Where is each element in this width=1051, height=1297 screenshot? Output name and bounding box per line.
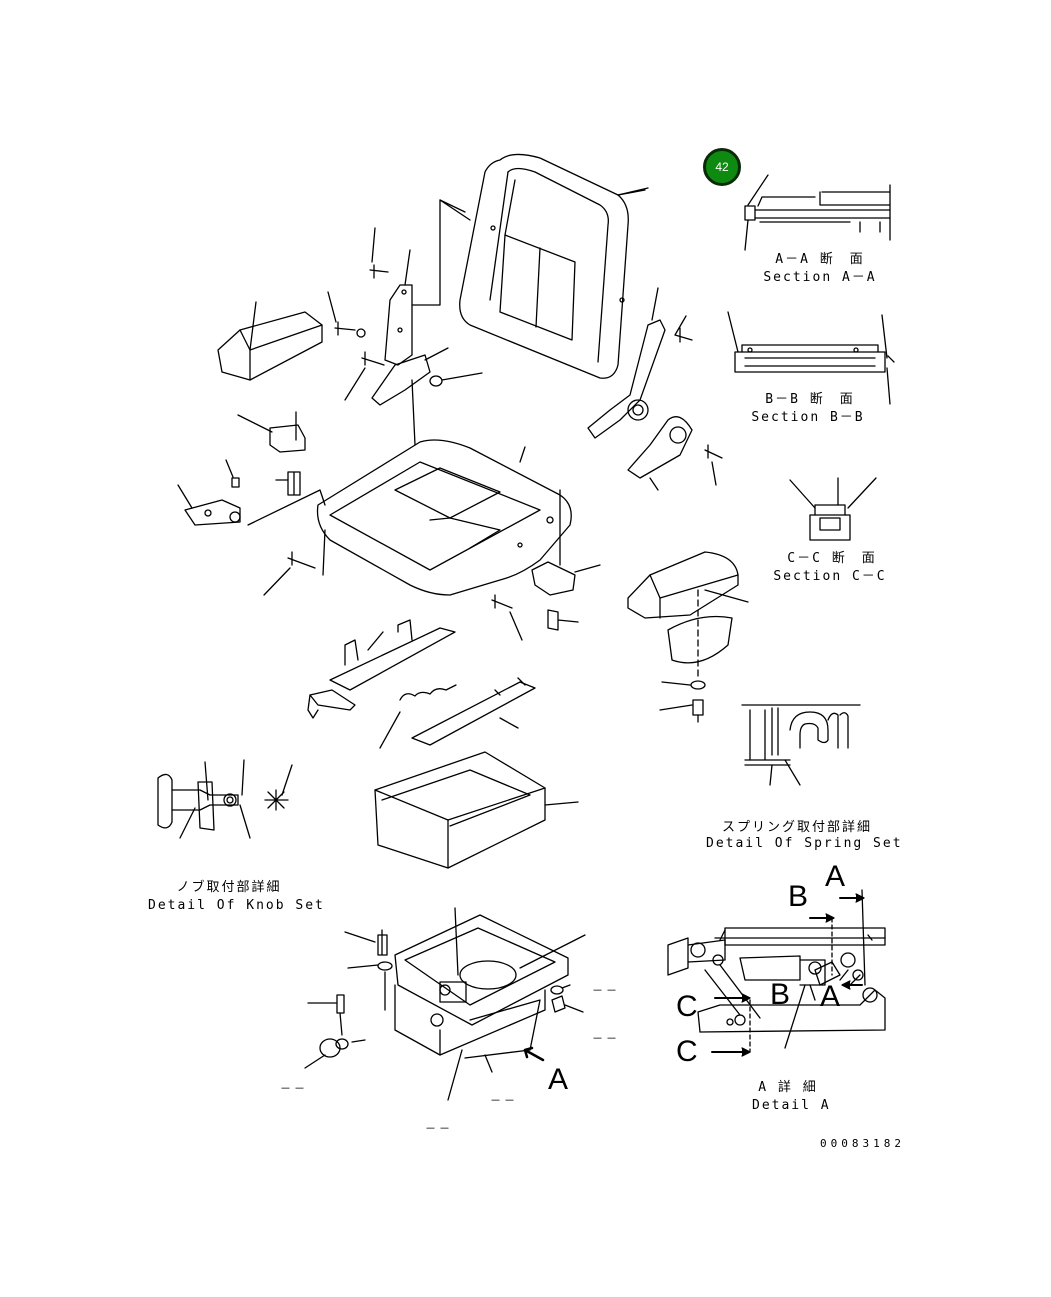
knob-detail-en: Detail Of Knob Set xyxy=(148,898,325,913)
spring-detail-jp: スプリング取付部詳細 xyxy=(722,820,873,835)
dash-mark: －－ xyxy=(280,1082,308,1095)
section-cc-jp: C－C 断 面 xyxy=(787,551,877,566)
leader-backrest xyxy=(617,189,646,196)
armrest-right xyxy=(627,551,749,723)
section-cc xyxy=(789,477,877,541)
detail-a-en: Detail A xyxy=(752,1098,831,1113)
section-letter-a-mid: A xyxy=(820,980,841,1013)
section-letter-c-lower: C xyxy=(676,1035,698,1068)
leader-hinge xyxy=(439,199,466,213)
callout-badge-42[interactable]: 42 xyxy=(703,148,741,186)
section-aa-jp: A－A 断 面 xyxy=(775,252,865,267)
knob-detail-jp: ノブ取付部詳細 xyxy=(176,880,282,895)
backrest xyxy=(459,153,649,379)
backrest-brackets xyxy=(177,199,693,596)
dash-mark: －－ xyxy=(592,984,620,997)
section-bb-jp: B－B 断 面 xyxy=(765,392,855,407)
slide-rails xyxy=(307,619,536,749)
section-letter-c-upper: C xyxy=(676,990,698,1023)
seat-pan xyxy=(374,751,579,869)
section-bb-en: Section B－B xyxy=(751,410,865,425)
spring-detail-en: Detail Of Spring Set xyxy=(706,836,903,851)
dash-mark: －－ xyxy=(592,1032,620,1045)
section-aa-en: Section A－A xyxy=(763,270,877,285)
section-aa xyxy=(744,174,891,251)
section-bb xyxy=(727,311,895,405)
drawing-number: 00083182 xyxy=(820,1137,905,1150)
section-cc-en: Section C－C xyxy=(773,569,887,584)
seat-cushion xyxy=(316,439,572,596)
fasteners xyxy=(225,227,723,641)
section-letter-b-mid: B xyxy=(770,978,791,1011)
spring-detail xyxy=(741,704,861,786)
detail-a-jp: A 詳 細 xyxy=(758,1080,818,1095)
section-letter-b-top: B xyxy=(788,880,809,913)
suspension-base xyxy=(304,907,586,1101)
view-arrow-letter-a: A xyxy=(548,1063,569,1096)
detail-a-view xyxy=(667,889,886,1057)
dash-mark: －－ xyxy=(425,1122,453,1135)
dash-mark: －－ xyxy=(490,1094,518,1107)
armrest-left xyxy=(217,301,323,381)
section-letter-a-top: A xyxy=(825,860,846,893)
knob-detail xyxy=(157,759,293,839)
